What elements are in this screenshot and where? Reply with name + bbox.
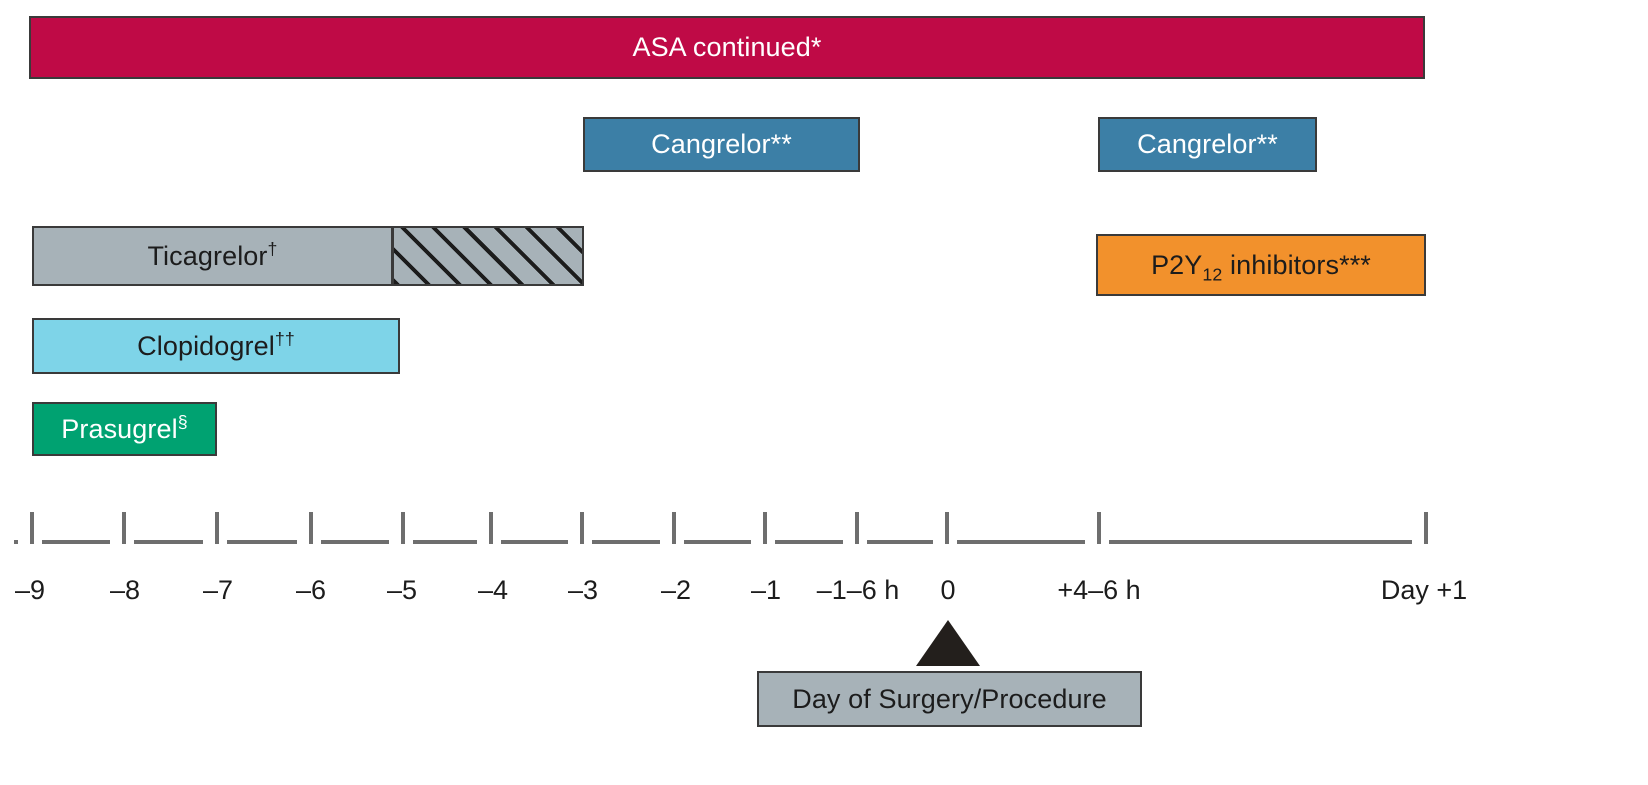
p2y12-inhibitors-bar: P2Y12 inhibitors*** — [1096, 234, 1426, 296]
day-of-surgery-box: Day of Surgery/Procedure — [757, 671, 1142, 727]
axis-tick — [672, 512, 676, 544]
axis-tick-label: –9 — [14, 575, 46, 605]
axis-segment — [321, 540, 389, 544]
asa-bar: ASA continued* — [29, 16, 1425, 79]
axis-segment — [867, 540, 933, 544]
axis-tick-label: –1–6 h — [816, 575, 900, 605]
axis-tick — [309, 512, 313, 544]
axis-segment — [413, 540, 477, 544]
ticagrelor-bar: Ticagrelor† — [32, 226, 393, 286]
axis-segment — [42, 540, 110, 544]
cangrelor-post-bar: Cangrelor** — [1098, 117, 1317, 172]
axis-segment — [592, 540, 660, 544]
axis-tick-label: –2 — [660, 575, 692, 605]
axis-tick — [215, 512, 219, 544]
axis-segment — [227, 540, 297, 544]
cangrelor-pre-bar: Cangrelor** — [583, 117, 860, 172]
axis-tick — [489, 512, 493, 544]
ticagrelor-bar-label: Ticagrelor† — [147, 238, 278, 271]
axis-segment — [684, 540, 751, 544]
axis-tick-label: +4–6 h — [1057, 575, 1141, 605]
axis-segment — [501, 540, 568, 544]
ticagrelor-washout-hatched-bar — [392, 226, 584, 286]
axis-tick — [763, 512, 767, 544]
axis-segment — [1109, 540, 1412, 544]
asa-bar-label: ASA continued* — [632, 32, 822, 62]
axis-tick — [1097, 512, 1101, 544]
axis-tick — [1424, 512, 1428, 544]
axis-segment — [14, 540, 18, 544]
axis-tick — [122, 512, 126, 544]
axis-tick-label: –8 — [109, 575, 141, 605]
axis-segment — [775, 540, 843, 544]
axis-tick-label: –5 — [386, 575, 418, 605]
prasugrel-bar: Prasugrel§ — [32, 402, 217, 456]
cangrelor-post-bar-label: Cangrelor** — [1137, 129, 1278, 159]
axis-tick-label: –6 — [295, 575, 327, 605]
p2y12-inhibitors-bar-label: P2Y12 inhibitors*** — [1151, 249, 1371, 284]
axis-tick — [580, 512, 584, 544]
cangrelor-pre-bar-label: Cangrelor** — [651, 129, 792, 159]
day-of-surgery-label: Day of Surgery/Procedure — [792, 683, 1107, 714]
clopidogrel-bar: Clopidogrel†† — [32, 318, 400, 374]
axis-tick-label: –3 — [567, 575, 599, 605]
axis-tick — [401, 512, 405, 544]
axis-tick — [30, 512, 34, 544]
axis-tick-label: Day +1 — [1380, 575, 1468, 605]
axis-tick — [855, 512, 859, 544]
axis-tick-label: 0 — [940, 575, 956, 605]
axis-segment — [134, 540, 203, 544]
axis-segment — [957, 540, 1085, 544]
axis-tick-label: –7 — [202, 575, 234, 605]
prasugrel-bar-label: Prasugrel§ — [61, 411, 188, 444]
axis-tick-label: –1 — [750, 575, 782, 605]
axis-tick — [945, 512, 949, 544]
surgery-arrow-icon — [916, 620, 980, 666]
axis-tick-label: –4 — [477, 575, 509, 605]
clopidogrel-bar-label: Clopidogrel†† — [137, 328, 295, 361]
